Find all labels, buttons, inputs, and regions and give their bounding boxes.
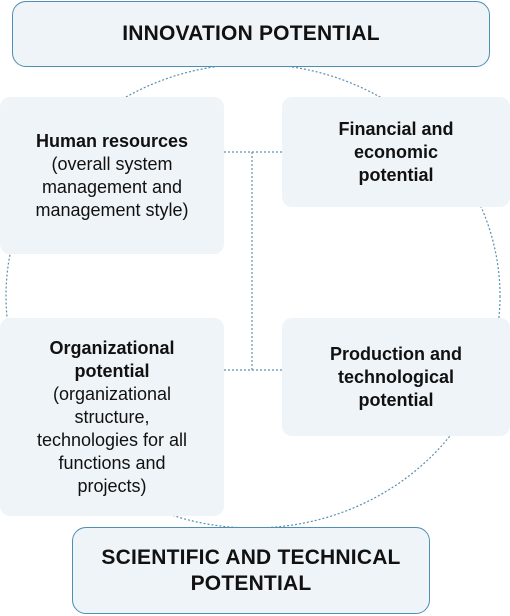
production-technological-card: Production and technological potential: [282, 318, 510, 436]
organizational-detail: (organizational structure, technologies …: [36, 383, 188, 496]
innovation-potential-box: INNOVATION POTENTIAL: [12, 1, 490, 67]
scientific-technical-potential-title: SCIENTIFIC AND TECHNICAL POTENTIAL: [101, 545, 401, 595]
organizational-card: Organizational potential (organizational…: [0, 318, 224, 516]
human-resources-card: Human resources (overall system manageme…: [0, 97, 224, 254]
financial-economic-card: Financial and economic potential: [282, 97, 510, 207]
innovation-potential-title: INNOVATION POTENTIAL: [122, 22, 380, 45]
production-technological-heading: Production and technological potential: [330, 343, 462, 410]
human-resources-heading: Human resources: [35, 130, 189, 151]
organizational-heading: Organizational potential: [49, 337, 175, 381]
financial-economic-heading: Financial and economic potential: [338, 118, 454, 185]
scientific-technical-potential-box: SCIENTIFIC AND TECHNICAL POTENTIAL: [72, 527, 430, 614]
human-resources-detail: (overall system management and managemen…: [35, 153, 189, 220]
